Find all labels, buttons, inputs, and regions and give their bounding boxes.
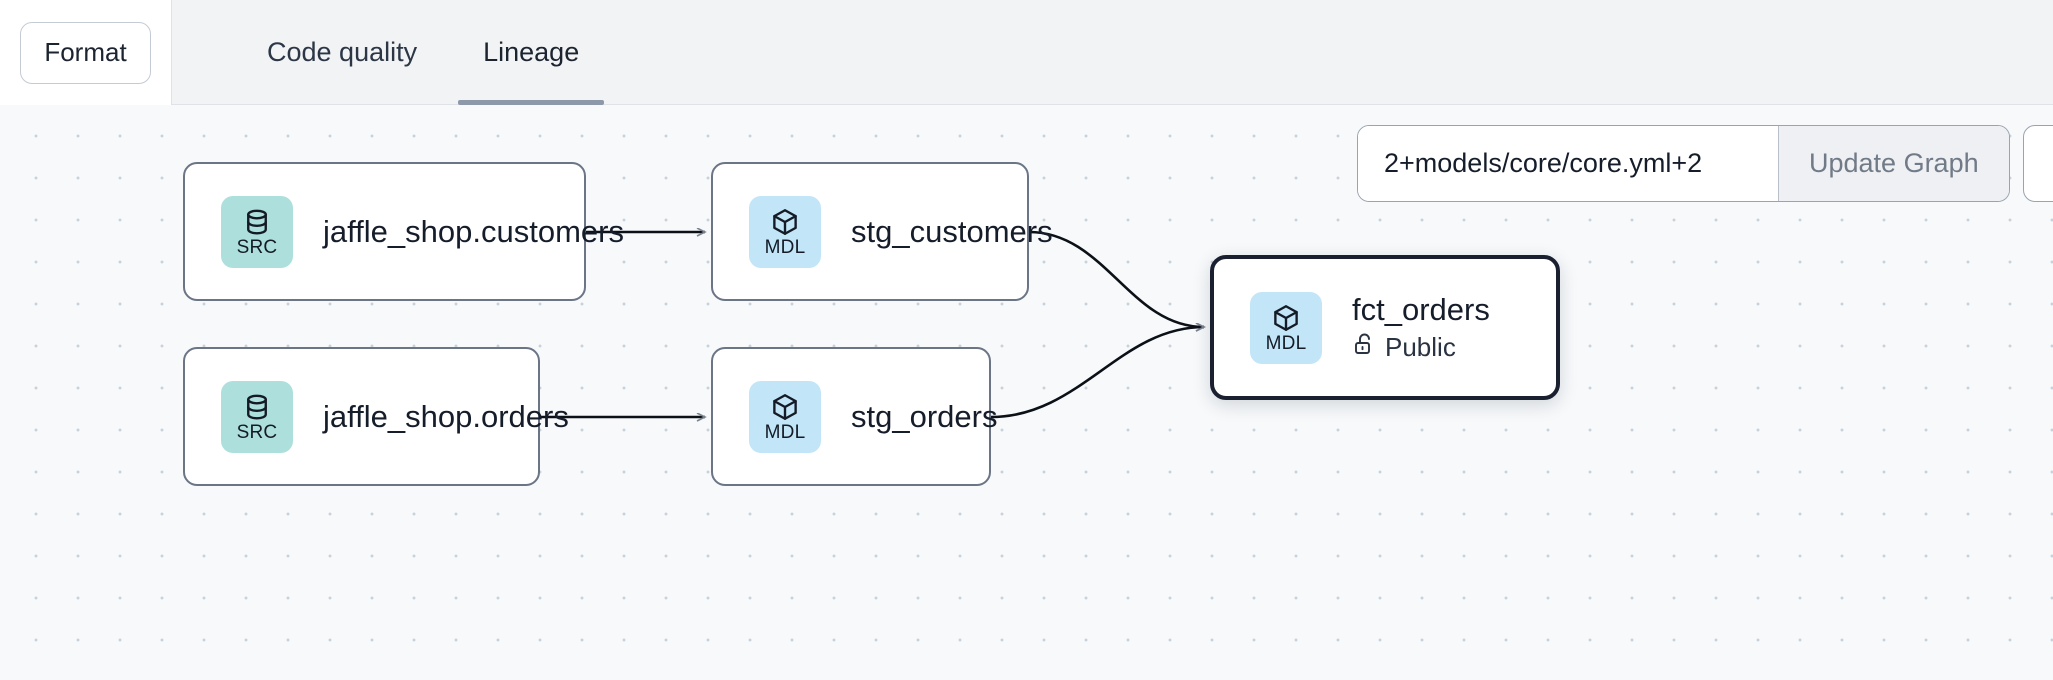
node-jaffle-shop-orders[interactable]: SRC jaffle_shop.orders	[183, 347, 569, 486]
node-fct-orders[interactable]: MDL fct_orders Public	[1210, 255, 1560, 400]
top-toolbar: Format Code quality Lineage	[0, 0, 2053, 105]
node-title: stg_orders	[851, 398, 998, 434]
badge-label: MDL	[764, 236, 806, 258]
format-button-zone: Format	[0, 0, 171, 105]
graph-selector-group: Update Graph	[1357, 125, 2010, 202]
badge-label: SRC	[236, 236, 278, 258]
cube-icon	[770, 207, 800, 237]
graph-selector-input[interactable]	[1358, 126, 1778, 201]
node-body: stg_orders	[851, 399, 997, 435]
node-body: jaffle_shop.orders	[323, 399, 569, 435]
tab-lineage[interactable]: Lineage	[450, 0, 612, 105]
lineage-canvas[interactable]: SRC jaffle_shop.customers MDL stg_custo	[0, 105, 2053, 680]
node-jaffle-shop-customers[interactable]: SRC jaffle_shop.customers	[183, 162, 624, 301]
badge-src: SRC	[221, 195, 293, 268]
cube-icon	[1271, 303, 1301, 333]
node-title: jaffle_shop.orders	[323, 398, 569, 434]
cube-icon	[770, 392, 800, 422]
graph-controls: Update Graph	[1357, 125, 2053, 202]
node-body: jaffle_shop.customers	[323, 214, 624, 250]
node-visibility: Public	[1352, 332, 1490, 363]
tab-code-quality[interactable]: Code quality	[267, 37, 418, 67]
database-icon	[242, 392, 272, 422]
edge-stg-customers-to-fct-orders	[1028, 230, 1204, 327]
visibility-label: Public	[1385, 331, 1456, 362]
node-title: jaffle_shop.customers	[323, 213, 624, 249]
badge-mdl: MDL	[749, 195, 821, 268]
node-body: fct_orders Public	[1352, 292, 1490, 363]
update-graph-button[interactable]: Update Graph	[1778, 126, 2009, 201]
tab-bar: Code quality Lineage	[172, 0, 612, 105]
badge-label: SRC	[236, 421, 278, 443]
edge-stg-orders-to-fct-orders	[990, 327, 1204, 419]
node-stg-orders[interactable]: MDL stg_orders	[711, 347, 997, 486]
node-title: fct_orders	[1352, 292, 1490, 328]
toolbar-divider	[171, 0, 172, 105]
graph-settings-control[interactable]	[2022, 125, 2053, 202]
badge-src: SRC	[221, 380, 293, 453]
unlock-icon	[1352, 332, 1376, 363]
badge-label: MDL	[764, 421, 806, 443]
badge-mdl: MDL	[1250, 291, 1322, 364]
database-icon	[242, 207, 272, 237]
format-button[interactable]: Format	[20, 21, 151, 84]
badge-label: MDL	[1265, 332, 1307, 354]
node-body: stg_customers	[851, 214, 1053, 250]
node-stg-customers[interactable]: MDL stg_customers	[711, 162, 1053, 301]
badge-mdl: MDL	[749, 380, 821, 453]
node-title: stg_customers	[851, 213, 1053, 249]
